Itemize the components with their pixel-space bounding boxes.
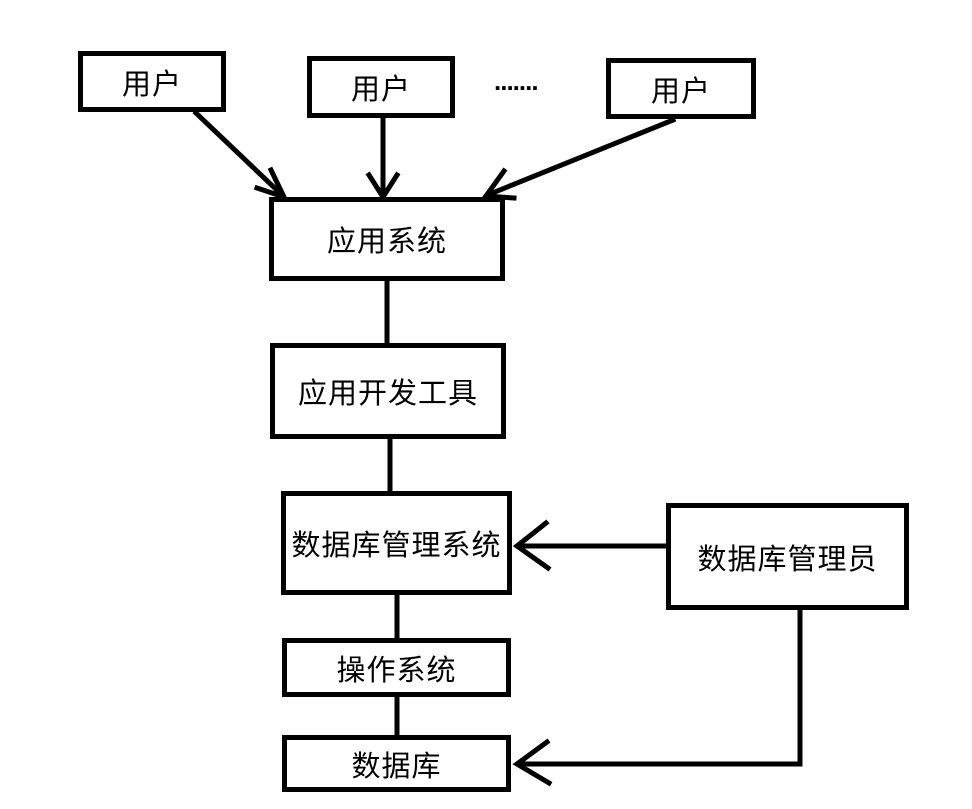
ellipsis-dots: .......	[494, 66, 539, 96]
node-user-1-label: 用户	[121, 68, 182, 101]
node-application-dev-tools: 应用开发工具	[270, 343, 506, 439]
node-dbms: 数据库管理系统	[281, 491, 512, 595]
arrowhead-icon	[512, 738, 553, 787]
edge-user3-to-app-system	[481, 116, 677, 201]
node-operating-system: 操作系统	[282, 638, 511, 697]
node-user-1: 用户	[78, 51, 226, 112]
node-dba-label: 数据库管理员	[697, 543, 878, 576]
arrowhead-icon	[512, 519, 552, 572]
node-database: 数据库	[282, 735, 511, 792]
node-user-3-label: 用户	[650, 75, 711, 108]
node-user-3: 用户	[606, 58, 756, 119]
node-user-2-label: 用户	[350, 74, 411, 106]
node-application-system: 应用系统	[269, 197, 505, 281]
edge-dba-to-database	[512, 607, 803, 787]
node-operating-system-label: 操作系统	[336, 654, 457, 687]
edge-user2-to-app-system	[365, 115, 401, 202]
edge-user1-to-app-system	[192, 109, 289, 202]
node-user-2: 用户	[307, 56, 455, 118]
node-dba: 数据库管理员	[666, 503, 909, 610]
node-dbms-label: 数据库管理系统	[291, 530, 502, 562]
edge-dba-to-dbms	[512, 519, 668, 572]
node-application-system-label: 应用系统	[326, 226, 447, 258]
node-application-dev-tools-label: 应用开发工具	[297, 378, 478, 410]
node-database-label: 数据库	[351, 750, 442, 783]
